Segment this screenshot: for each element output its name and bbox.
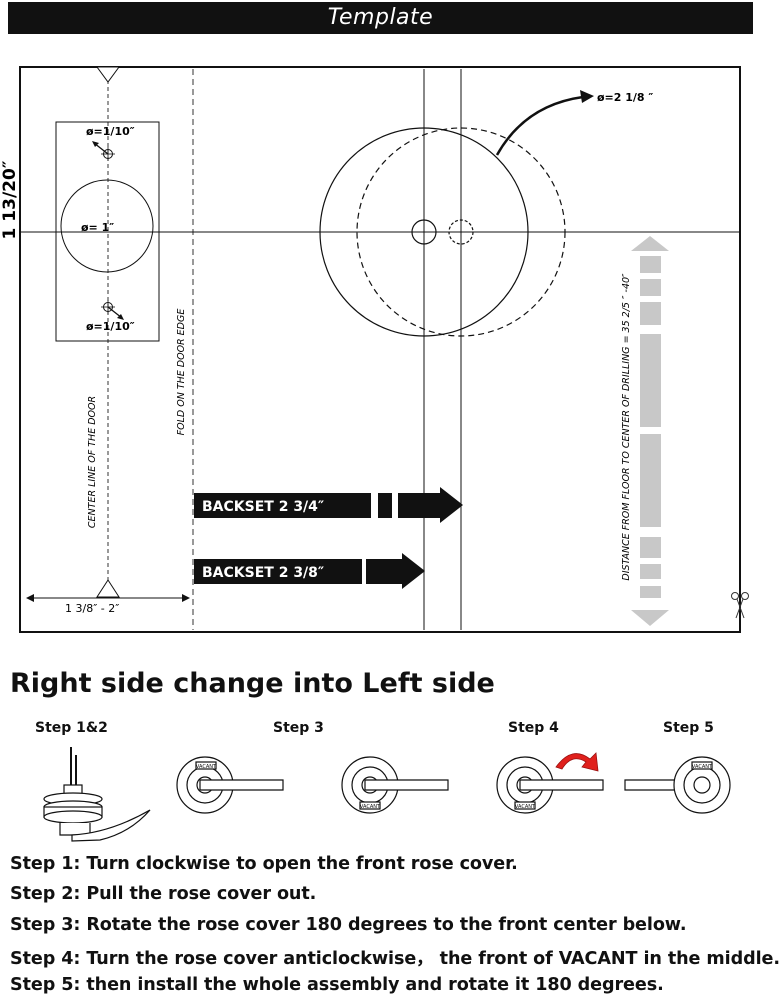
section-heading: Right side change into Left side	[10, 668, 495, 699]
drilling-template-diagram: 1 13/20″ ø= 1″ ø=1/10″ ø=1/10″ CENTER LI…	[0, 66, 749, 633]
step-3-rose-a: VACANT	[176, 756, 284, 814]
spindle-hole-solid	[411, 219, 437, 245]
instruction-step-2: Step 2: Pull the rose cover out.	[10, 884, 317, 904]
floor-distance-label: DISTANCE FROM FLOOR TO CENTER OF DRILLIN…	[621, 273, 632, 581]
step-label-3: Step 3	[273, 720, 324, 736]
instruction-step-3: Step 3: Rotate the rose cover 180 degree…	[10, 915, 687, 935]
backset-long-arrow: BACKSET 2 3/4″	[194, 487, 463, 523]
latch-hole-label: ø= 1″	[81, 221, 114, 234]
rose-text-a: VACANT	[196, 764, 217, 770]
step-3-rose-b: VACANT	[341, 756, 449, 814]
spindle-hole-dashed	[448, 219, 474, 245]
backset-long-label: BACKSET 2 3/4″	[202, 499, 324, 515]
center-marker-top	[96, 66, 120, 83]
latch-hole-circle	[60, 179, 154, 273]
scissors-icon	[731, 592, 749, 619]
template-title-bar: Template	[8, 2, 753, 34]
instruction-step-1: Step 1: Turn clockwise to open the front…	[10, 854, 518, 874]
bore-hole-dashed	[356, 127, 566, 337]
template-frame	[19, 66, 741, 633]
bore-hole-solid	[319, 127, 529, 337]
backset-short-arrow: BACKSET 2 3/8″	[194, 553, 425, 589]
screw-hole-bottom-label: ø=1/10″	[86, 320, 135, 333]
instruction-step-5: Step 5: then install the whole assembly …	[10, 975, 664, 995]
template-title: Template	[327, 5, 434, 30]
step-label-5: Step 5	[663, 720, 714, 736]
edge-dimension-label: 1 3/8″ - 2″	[65, 602, 119, 615]
center-marker-bottom	[96, 579, 120, 598]
rose-text-b: VACANT	[360, 804, 381, 810]
screw-hole-top-label: ø=1/10″	[86, 125, 135, 138]
rose-text-c: VACANT	[515, 804, 536, 810]
step-4-rose: VACANT	[496, 756, 604, 814]
step-label-1-2: Step 1&2	[35, 720, 108, 736]
bore-diameter-label: ø=2 1/8 ″	[597, 91, 653, 104]
backset-short-label: BACKSET 2 3/8″	[202, 565, 324, 581]
instruction-step-4: Step 4: Turn the rose cover anticlockwis…	[10, 949, 780, 969]
rose-text-d: VACANT	[692, 764, 713, 770]
step-label-4: Step 4	[508, 720, 559, 736]
side-dimension-label: 1 13/20″	[0, 160, 20, 239]
center-line-label: CENTER LINE OF THE DOOR	[87, 396, 98, 528]
step-1-2-illustration	[43, 747, 151, 842]
fold-label: FOLD ON THE DOOR EDGE	[176, 309, 187, 436]
rotation-arrow-icon	[555, 752, 599, 772]
step-illustrations: VACANT VACANT VACANT VACANT	[43, 747, 731, 842]
step-5-rose: VACANT	[624, 756, 731, 814]
diameter-pointer-arrow	[495, 95, 584, 156]
floor-distance-arrow	[631, 236, 669, 626]
